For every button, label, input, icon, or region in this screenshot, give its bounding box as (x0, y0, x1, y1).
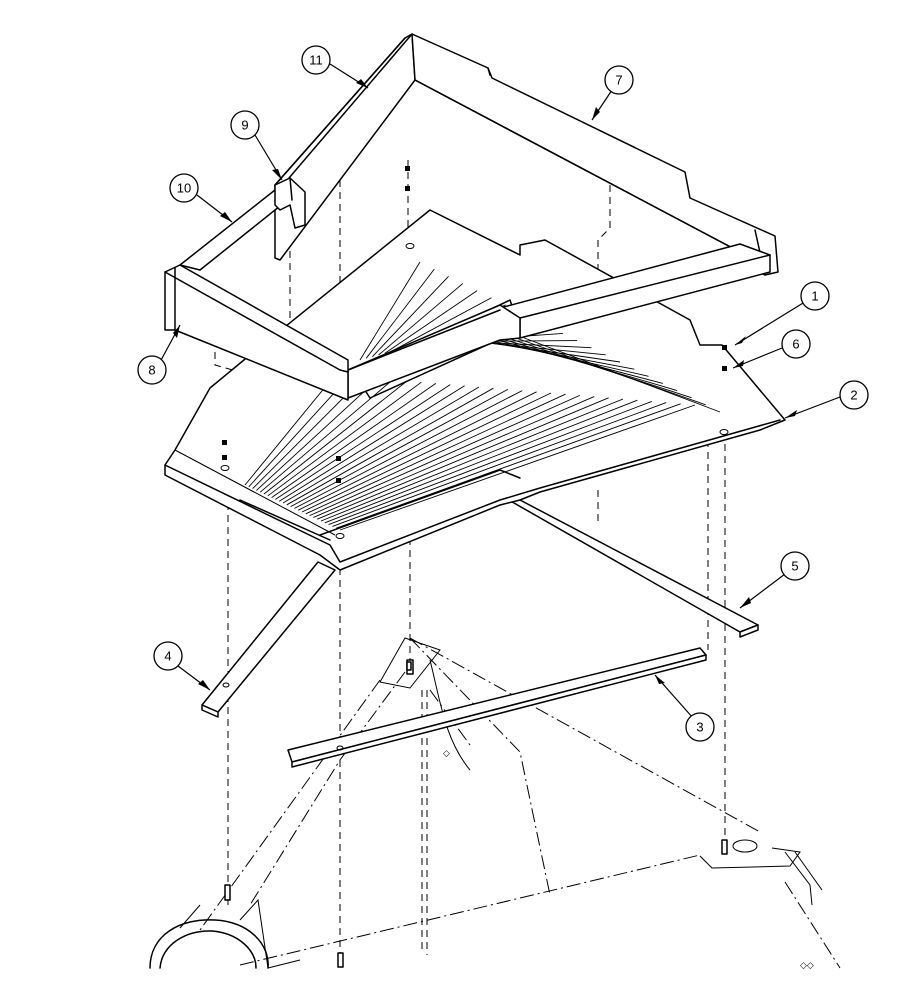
callout-7: 7 (591, 65, 634, 121)
tray-rib (263, 380, 408, 495)
tray-rib (256, 378, 379, 491)
callout-7-label: 7 (615, 73, 622, 88)
tray-rib (294, 390, 523, 509)
tray-rib (297, 391, 537, 511)
tray-rib (378, 283, 464, 356)
callout-5: 5 (739, 551, 810, 609)
tray-rib (301, 392, 552, 513)
tray-rib (278, 385, 465, 502)
callout-10-label: 10 (177, 181, 191, 196)
tray-rib (384, 290, 478, 354)
tray-rib (309, 394, 580, 517)
part-5-right-strip (499, 494, 759, 638)
callout-8-label: 8 (148, 363, 155, 378)
tray-rib (248, 375, 350, 488)
tray-rib (267, 381, 422, 497)
svg-text:◇: ◇ (443, 748, 450, 758)
base-frame: ◇◇ ◇ (149, 637, 841, 970)
tray-rib (336, 403, 681, 529)
tray-rib (489, 324, 721, 413)
tray-rib (483, 326, 706, 406)
frame-hardware (224, 659, 728, 968)
tray-rib (244, 374, 336, 486)
callout-3: 3 (654, 674, 715, 742)
tray-rib (365, 268, 435, 359)
tray-rib (290, 389, 509, 507)
callout-11-label: 11 (309, 53, 323, 68)
tray-rib (313, 396, 595, 518)
tray-rib (317, 397, 609, 520)
tray-rib (320, 398, 624, 522)
fasteners (222, 166, 727, 483)
tray-rib (372, 275, 449, 357)
callout-9-label: 9 (241, 118, 248, 133)
tray-rib (275, 384, 451, 500)
tray-rib (359, 261, 421, 361)
upper-frame (164, 33, 779, 401)
tray-rib (282, 386, 480, 504)
callouts: 1 2 3 4 5 6 (137, 45, 869, 742)
callout-9: 9 (230, 110, 283, 181)
part-4-left-strip (201, 561, 336, 718)
callout-8: 8 (137, 324, 181, 385)
tray-rib (271, 383, 437, 498)
callout-5-label: 5 (791, 559, 798, 574)
tray-rib (332, 402, 667, 527)
tray-rib (339, 404, 696, 531)
callout-1: 1 (734, 281, 830, 346)
callout-6: 6 (732, 329, 811, 369)
tray-rib (328, 400, 652, 526)
tray-rib (390, 297, 492, 353)
tray-rib (324, 399, 638, 524)
svg-text:◇◇: ◇◇ (800, 960, 814, 970)
callout-1-label: 1 (811, 289, 818, 304)
tray-rib (286, 387, 494, 506)
part-9-block (274, 177, 306, 229)
callout-2-label: 2 (850, 388, 857, 403)
callout-6-label: 6 (792, 337, 799, 352)
callout-4: 4 (153, 641, 211, 691)
callout-10: 10 (169, 173, 233, 223)
part-10-rail (179, 189, 291, 271)
callout-2: 2 (784, 380, 869, 419)
callout-3-label: 3 (696, 720, 703, 735)
callout-4-label: 4 (164, 649, 171, 664)
callout-11: 11 (301, 45, 369, 89)
tray-rib (477, 327, 692, 399)
tray-rib (305, 393, 566, 515)
part-3-cross-bar (287, 647, 707, 768)
